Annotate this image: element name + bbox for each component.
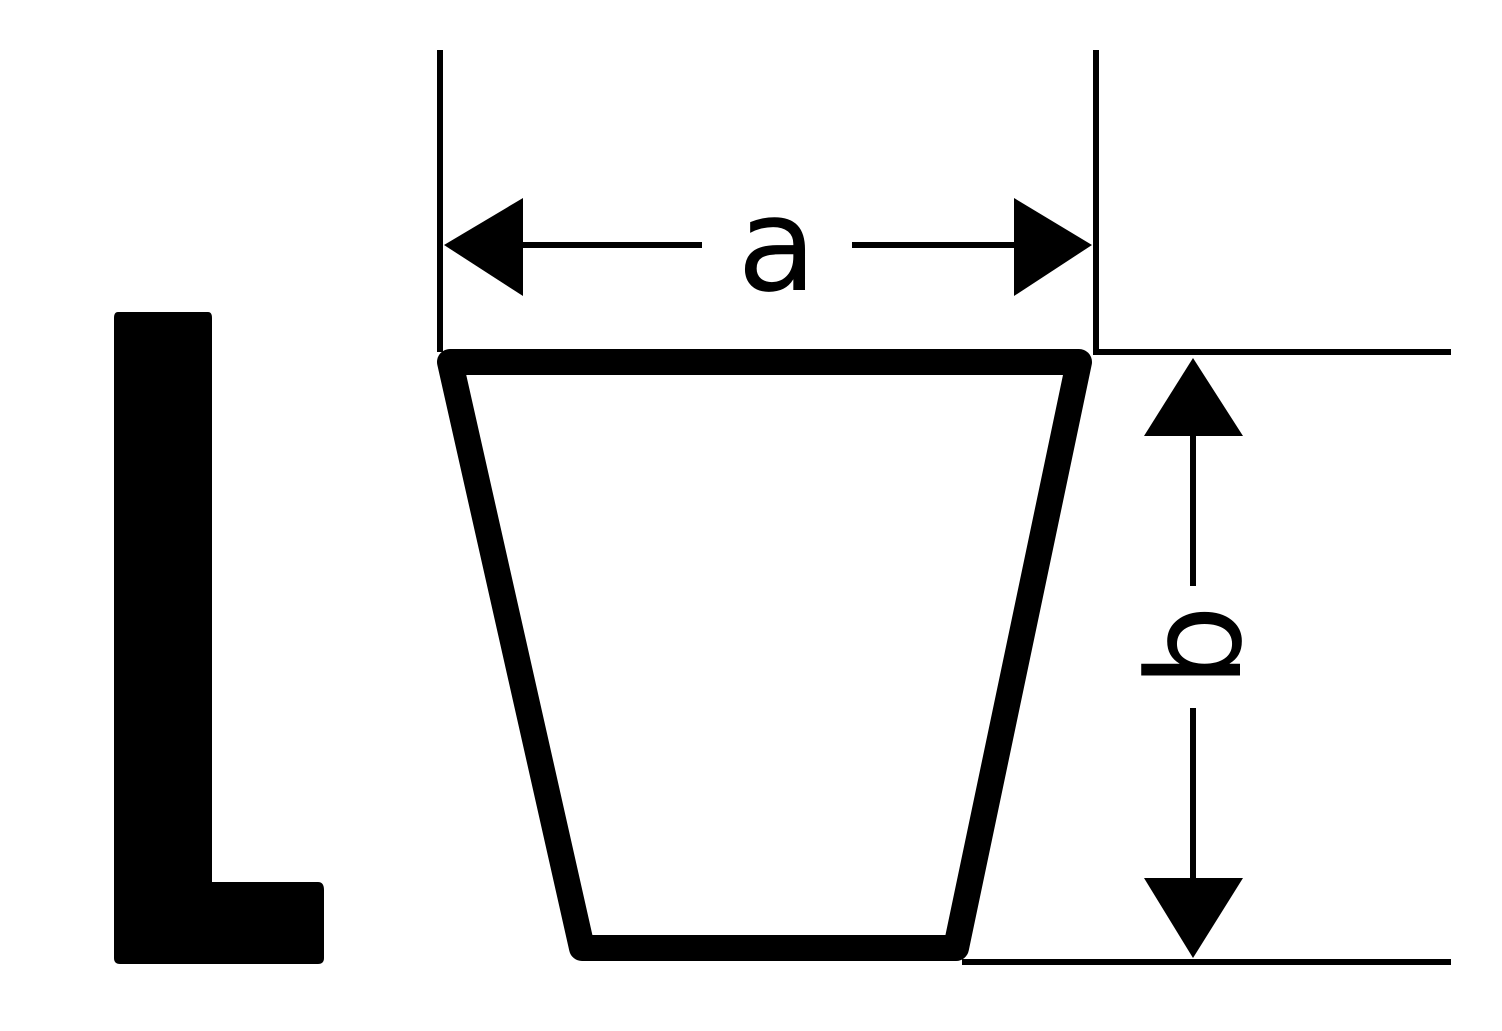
- width-label: a: [737, 169, 817, 321]
- width-arrowhead-left: [444, 198, 523, 296]
- width-arrowhead-right: [1014, 198, 1092, 296]
- height-arrowhead-bottom: [1144, 878, 1243, 958]
- height-arrowhead-top: [1144, 358, 1243, 436]
- profile-letter-l: [114, 312, 324, 964]
- height-label: b: [1119, 605, 1271, 688]
- belt-cross-section: [437, 349, 1092, 961]
